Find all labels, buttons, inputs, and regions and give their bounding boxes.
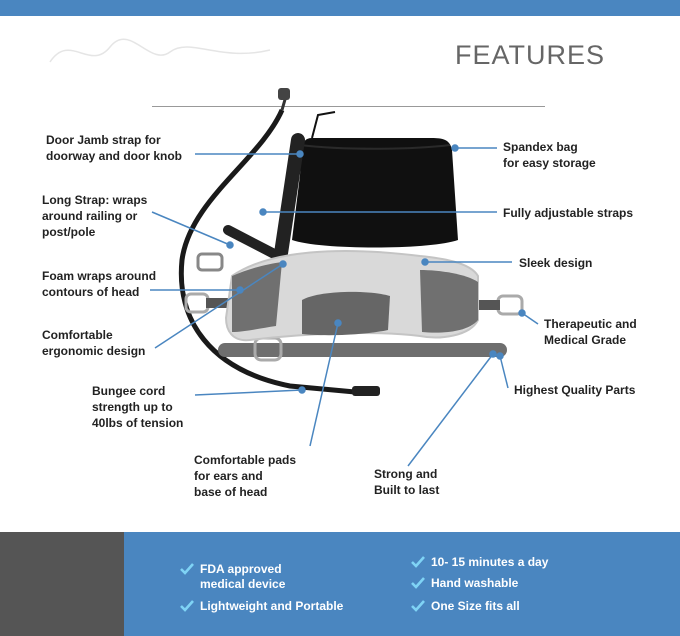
callout-therapeutic: Therapeutic and Medical Grade [544, 317, 637, 347]
callout-strong: Strong and Built to last [374, 467, 440, 497]
bottom-features-panel [124, 532, 680, 636]
title-divider [152, 106, 545, 107]
callout-long-strap: Long Strap: wraps around railing or post… [42, 193, 148, 239]
callout-adjustable: Fully adjustable straps [503, 206, 634, 220]
bullet-minutes: 10- 15 minutes a day [431, 555, 549, 569]
bullet-fda: FDA approved medical device [200, 562, 286, 591]
brand-watermark [49, 38, 271, 63]
callout-quality: Highest Quality Parts [514, 383, 636, 397]
head-harness-illustration [224, 249, 479, 342]
callout-foam: Foam wraps around contours of head [42, 269, 157, 299]
callout-comfortable: Comfortable ergonomic design [42, 328, 146, 358]
bullet-washable: Hand washable [431, 576, 519, 590]
bullet-lightweight: Lightweight and Portable [200, 599, 344, 613]
bottom-dark-panel [0, 532, 124, 636]
callout-door-jamb: Door Jamb strap for doorway and door kno… [46, 133, 183, 163]
bullet-onesize: One Size fits all [431, 599, 520, 613]
check-icon [411, 577, 425, 589]
callout-bungee: Bungee cord strength up to 40lbs of tens… [92, 384, 184, 430]
check-icon [411, 600, 425, 612]
callout-pads: Comfortable pads for ears and base of he… [194, 453, 297, 499]
callout-spandex: Spandex bag for easy storage [503, 140, 596, 170]
bungee-cord-illustration [178, 88, 380, 396]
check-icon [180, 563, 194, 575]
check-icon [180, 600, 194, 612]
top-accent-bar [0, 0, 680, 16]
callout-sleek: Sleek design [519, 256, 593, 270]
check-icon [411, 556, 425, 568]
page-title: FEATURES [454, 40, 605, 70]
spandex-bag-illustration [292, 111, 458, 248]
